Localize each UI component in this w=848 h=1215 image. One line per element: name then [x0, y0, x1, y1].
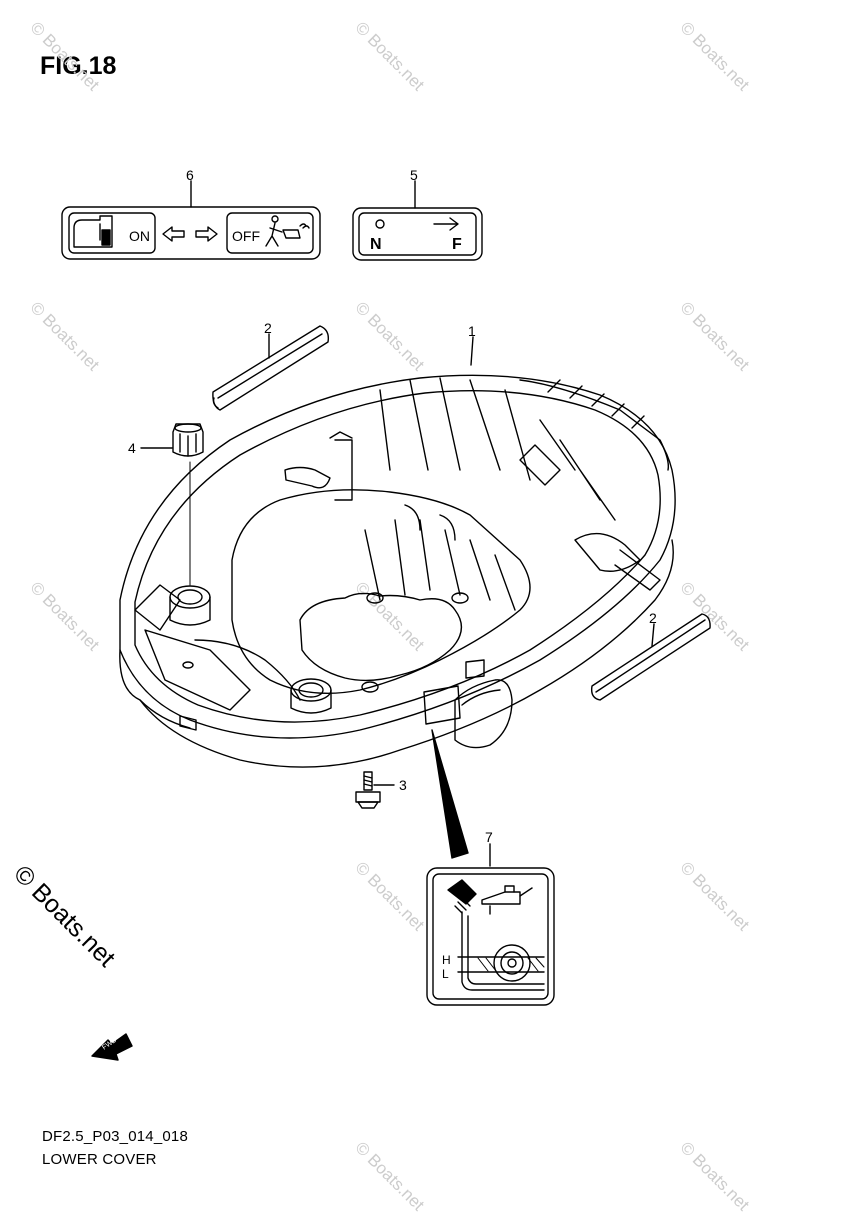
decal-6-on-label: ON — [129, 228, 150, 244]
trim-strip-upper — [212, 325, 330, 411]
callout-6: 6 — [186, 167, 194, 183]
knob — [172, 423, 204, 457]
decal-7-h-label: H — [442, 953, 451, 967]
diagram-code: DF2.5_P03_014_018 — [42, 1128, 189, 1145]
decal-5-neutral-forward — [352, 207, 483, 261]
decal-7-l-label: L — [442, 967, 449, 981]
callout-4: 4 — [128, 440, 136, 456]
diagram-name: LOWER COVER — [42, 1151, 157, 1168]
callout-3: 3 — [399, 777, 407, 793]
callout-2-upper: 2 — [264, 320, 272, 336]
decal-6-on-off — [61, 206, 321, 260]
callout-7: 7 — [485, 829, 493, 845]
callout-5: 5 — [410, 167, 418, 183]
callout-1: 1 — [468, 323, 476, 339]
decal-5-f-label: F — [452, 236, 462, 253]
decal-6-off-label: OFF — [232, 228, 260, 244]
trim-strip-lower — [590, 613, 711, 701]
figure-title: FIG.18 — [40, 52, 117, 80]
decal-5-n-label: N — [370, 236, 382, 253]
fwd-arrow-icon — [91, 1033, 133, 1061]
callout-2-lower: 2 — [649, 610, 657, 626]
decal-7-oil-level — [426, 867, 555, 1006]
bolt — [355, 771, 381, 809]
lower-cover — [119, 374, 676, 859]
